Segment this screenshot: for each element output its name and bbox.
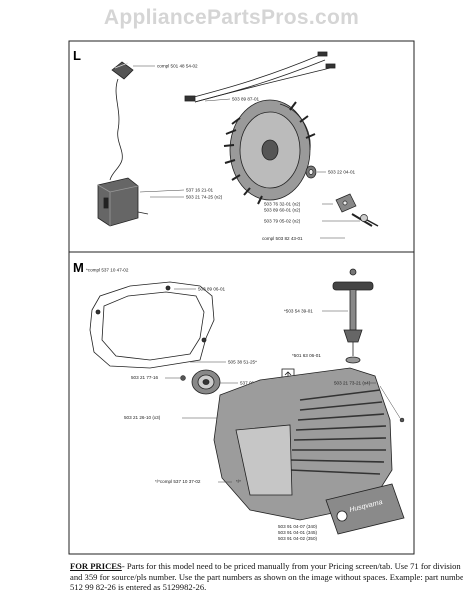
flywheel-part[interactable]: [223, 99, 316, 205]
label-starter-housing: 503 89 06-01: [198, 287, 226, 292]
label-decal-c: 503 91 04-02 (350): [278, 536, 318, 541]
screw-a-part[interactable]: [180, 375, 186, 381]
starter-cover-part[interactable]: [213, 367, 393, 521]
brand-decal-part[interactable]: Husqvarna: [325, 483, 405, 535]
pawl-assembly-part[interactable]: [335, 193, 379, 227]
label-screw-b: 503 21 26-10 (x3): [124, 415, 161, 420]
section-m-frame: [68, 251, 415, 555]
label-starter-compl: *compl 537 10 47-02: [86, 268, 129, 273]
wire-harness-part[interactable]: [184, 51, 336, 103]
screw-c-part[interactable]: [399, 417, 405, 423]
label-handle-insert: *501 63 06-01: [292, 353, 321, 358]
flywheel-nut-part[interactable]: [305, 165, 317, 179]
label-cover-compl: */*compl 537 10 37-02: [155, 479, 201, 484]
pulley-part[interactable]: [191, 369, 221, 395]
ignition-module-part[interactable]: [97, 177, 149, 227]
section-m-letter: M: [73, 260, 84, 275]
label-flywheel-assy: compl 503 82 43-01: [262, 236, 303, 241]
starter-handle-part[interactable]: [332, 268, 374, 364]
label-wire-harness: 503 89 87-01: [232, 97, 260, 102]
site-watermark: AppliancePartsPros.com: [0, 0, 463, 40]
label-decal-a: 503 91 04-07 (340): [278, 524, 318, 529]
label-module-screw: 503 21 74-25 (x2): [186, 195, 223, 200]
label-screw-c: 503 21 73-21 (x4): [334, 381, 371, 386]
label-flywheel-nut: 503 22 04-01: [328, 170, 356, 175]
label-washer-a: 503 76 32-01 (x2): [264, 202, 301, 207]
label-spring-a: 505 38 51-25*: [228, 360, 257, 365]
pricing-note-text: - Parts for this model need to be priced…: [70, 561, 463, 592]
label-cover-marker: */*: [236, 479, 241, 484]
pricing-note: FOR PRICES- Parts for this model need to…: [70, 561, 463, 593]
label-decal-b: 503 91 04-01 (345): [278, 530, 318, 535]
label-ignition-module: 537 16 21-01: [186, 188, 214, 193]
pricing-note-lead: FOR PRICES: [70, 561, 122, 571]
starter-housing-part[interactable]: [89, 281, 215, 369]
label-spark-plug-cap: compl 501 48 54-02: [157, 64, 198, 69]
label-screw-a: 503 21 77-16: [131, 375, 159, 380]
label-handle: *503 54 39-01: [284, 309, 313, 314]
spark-plug-cap-part[interactable]: [109, 61, 134, 181]
label-washer-b: 503 89 60-01 (x2): [264, 208, 301, 213]
watermark-text: AppliancePartsPros.com: [103, 6, 360, 29]
label-pawl-spring: 503 79 05-02 (x2): [264, 219, 301, 224]
section-l-letter: L: [73, 48, 81, 63]
